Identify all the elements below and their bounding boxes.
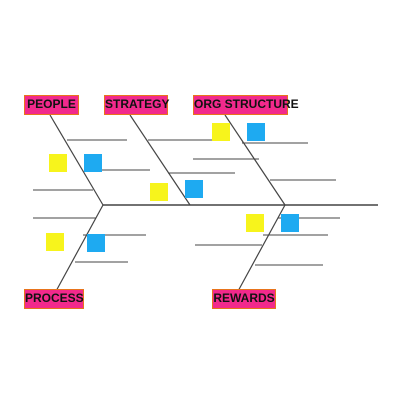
sticky-note-blue (87, 234, 105, 252)
sticky-note-blue (84, 154, 102, 172)
bone-strategy (129, 114, 191, 206)
sticky-note-yellow (49, 154, 67, 172)
category-rewards: REWARDS (212, 289, 276, 309)
category-org-structure: ORG STRUCTURE (193, 95, 299, 115)
sticky-note-yellow (212, 123, 230, 141)
sticky-note-yellow (150, 183, 168, 201)
bone-process (54, 204, 104, 294)
sticky-note-blue (185, 180, 203, 198)
sticky-note-yellow (246, 214, 264, 232)
sticky-note-yellow (46, 233, 64, 251)
sticky-note-blue (247, 123, 265, 141)
bone-people (49, 114, 104, 206)
category-people: PEOPLE (24, 95, 79, 115)
sticky-note-blue (281, 214, 299, 232)
bone-org-structure (224, 114, 286, 206)
category-strategy: STRATEGY (104, 95, 169, 115)
bone-rewards (236, 204, 286, 294)
category-process: PROCESS (24, 289, 84, 309)
